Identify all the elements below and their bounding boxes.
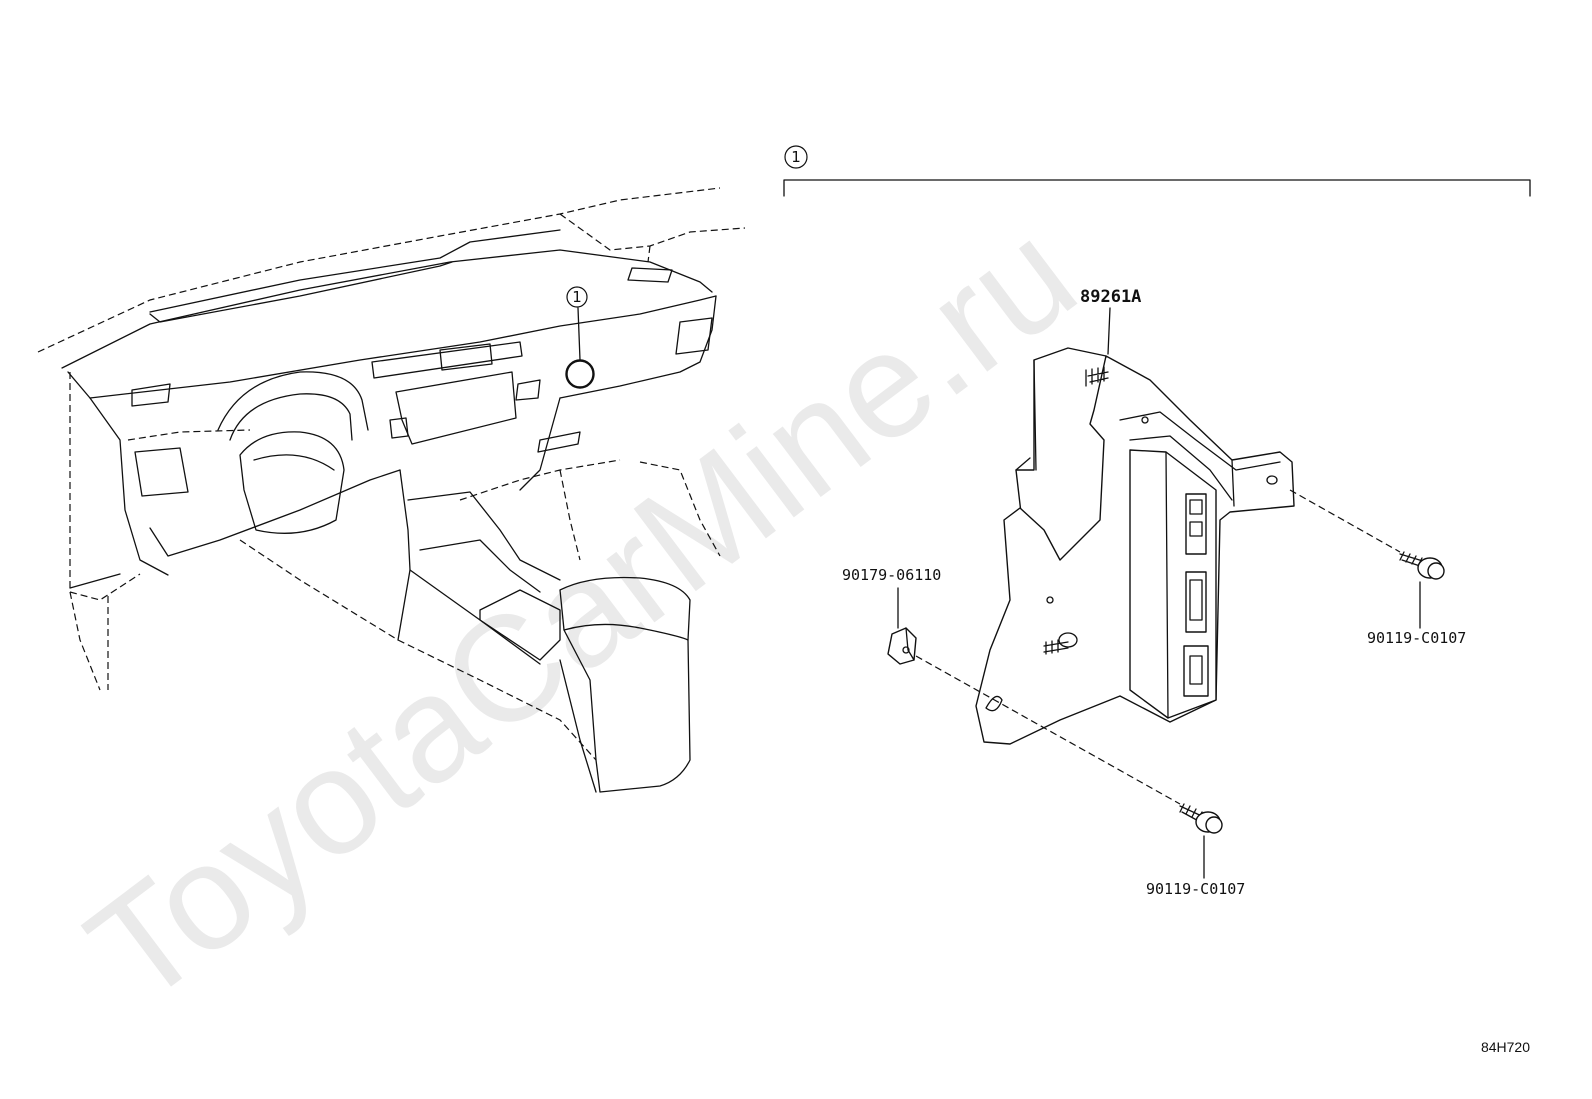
callout-marker-dash: 1: [566, 286, 588, 308]
ecu-assembly: [975, 347, 1295, 745]
dashboard-illustration: [37, 187, 746, 793]
label-bolt-bottom[interactable]: 90119-C0107: [1146, 880, 1245, 898]
bolt-right-part: [1399, 551, 1445, 580]
nut-part: [887, 627, 917, 665]
label-nut[interactable]: 90179-06110: [842, 566, 941, 584]
diagram-code: 84H720: [1481, 1039, 1530, 1055]
group-bracket: 1: [783, 145, 1531, 197]
callout-number-group: 1: [791, 148, 801, 166]
callout-number-dash: 1: [572, 288, 582, 306]
watermark: ToyotaCarMine.ru: [58, 189, 1105, 1036]
ecu-location-circle: [565, 359, 595, 389]
bolt-bottom-part: [1179, 803, 1223, 834]
exploded-line-right: [1289, 489, 1401, 553]
label-bolt-right[interactable]: 90119-C0107: [1367, 629, 1466, 647]
leader-ecu: [1107, 307, 1111, 355]
exploded-line-bottom: [915, 655, 1181, 805]
label-ecu[interactable]: 89261A: [1080, 287, 1141, 307]
